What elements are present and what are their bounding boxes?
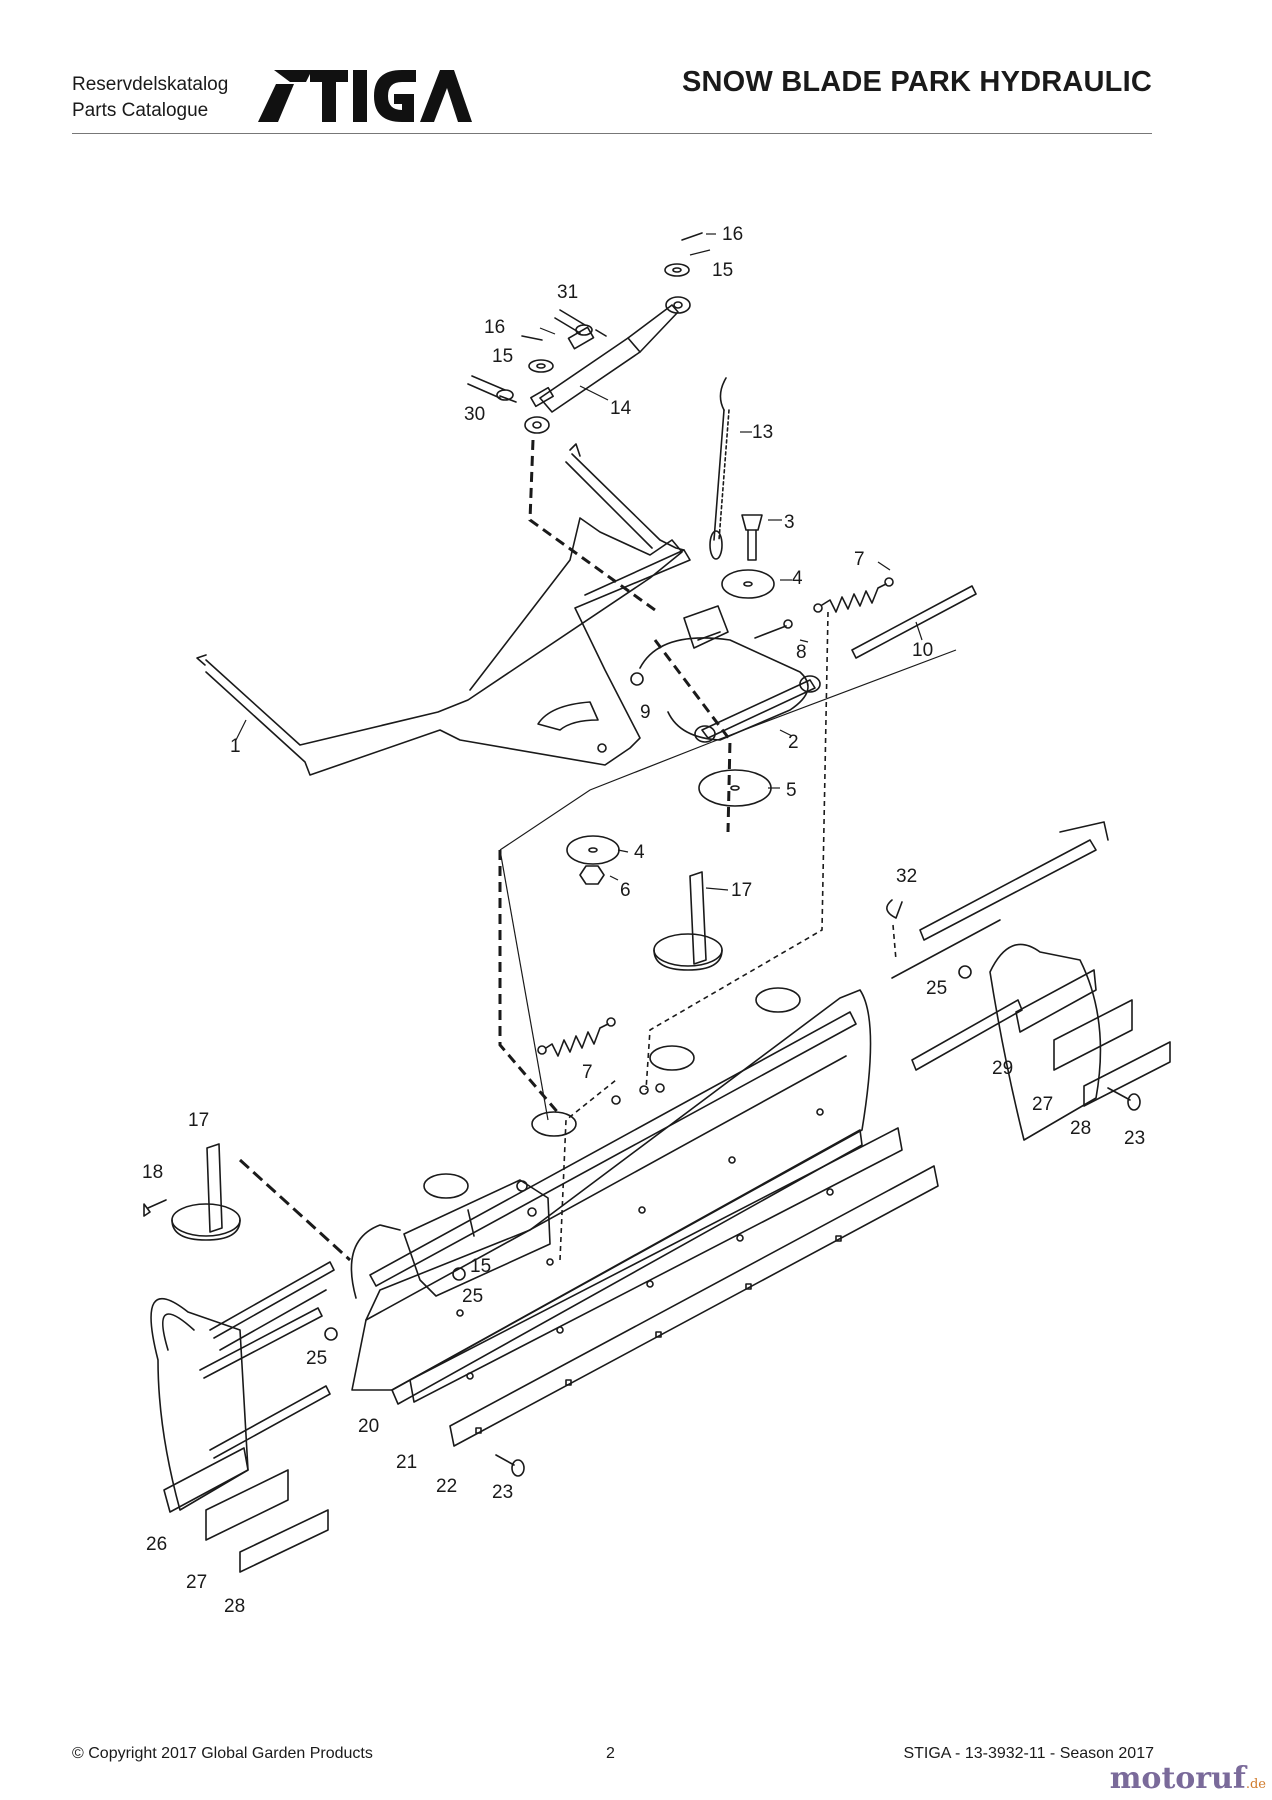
split-pin [681,232,703,241]
watermark-suffix: .de [1245,1777,1266,1792]
pivot-rod [851,585,977,659]
pin [754,625,787,639]
callout-label: 5 [786,780,797,801]
washer-plate [698,769,772,807]
nut [630,672,644,686]
pivot-bracket [639,605,821,743]
bolt [741,514,763,561]
callout-label: 15 [492,346,513,367]
assembly-guides [238,439,897,1262]
callout-label: 7 [854,549,865,570]
callout-label: 27 [186,1572,207,1593]
callout-label: 18 [142,1162,163,1183]
callout-label: 4 [634,842,645,863]
push-frame [196,443,691,776]
pin [467,1209,475,1237]
page-title: SNOW BLADE PARK HYDRAULIC [681,66,1152,98]
callout-label: 20 [358,1416,379,1437]
callout-label: 22 [436,1476,457,1497]
callout-label: 16 [722,224,743,245]
callout-label: 1 [230,736,241,757]
tension-spring [537,1017,616,1057]
skid-shoe [205,1469,289,1541]
left-end-plate [150,1261,335,1513]
right-end-plate [891,821,1109,1141]
leader-lines [235,233,957,1121]
callout-label: 21 [396,1452,417,1473]
catalogue-reference: STIGA - 13-3932-11 - Season 2017 [903,1745,1154,1762]
skid-shoe [1053,999,1133,1071]
callout-label: 13 [752,422,773,443]
callout-label: 7 [582,1062,593,1083]
scraper-blade [449,1165,939,1447]
callout-label: 4 [792,568,803,589]
carriage-bolt [1107,1087,1131,1101]
washer-large [721,569,775,599]
callout-label: 17 [731,880,752,901]
nut [324,1327,338,1341]
wear-strip [409,1127,903,1403]
washer [664,263,690,277]
callout-label: 23 [1124,1128,1145,1149]
header-divider [72,133,1152,134]
watermark-name: motoruf [1109,1761,1246,1796]
callout-label: 25 [462,1286,483,1307]
catalog-label: Reservdelskatalog Parts Catalogue [72,72,228,124]
callout-label: 31 [557,282,578,303]
safety-chain [709,377,730,560]
callout-label: 23 [492,1482,513,1503]
watermark: motoruf.de [1110,1761,1266,1796]
callout-label: 6 [620,880,631,901]
skid-strip [239,1509,329,1573]
callout-label: 3 [784,512,795,533]
split-pin [521,335,543,341]
tension-spring [813,577,894,613]
callout-label: 14 [610,398,632,419]
washer [528,359,554,373]
lock-nut [579,865,605,885]
copyright-notice: © Copyright 2017 Global Garden Products [72,1745,373,1762]
callout-label: 28 [224,1596,245,1617]
blade-lock-plate [171,1143,241,1241]
nut [958,965,972,979]
callout-label: 15 [470,1256,491,1277]
carriage-bolt [495,1454,515,1466]
hydraulic-hoses [467,309,607,403]
callout-label: 9 [640,702,651,723]
callout-label: 28 [1070,1118,1091,1139]
callout-label: 10 [912,640,933,661]
catalog-label-english: Parts Catalogue [72,100,209,121]
callout-label: 30 [464,404,485,425]
exploded-parts-diagram: 16 15 31 16 15 14 30 13 3 4 7 8 10 9 2 1… [142,224,1171,1617]
blade-lock-plate [653,871,723,971]
skid-strip [1083,1041,1171,1107]
callout-label: 17 [188,1110,209,1131]
nut [452,1267,466,1281]
catalog-label-swedish: Reservdelskatalog [72,74,229,95]
callout-label: 2 [788,732,799,753]
lynch-pin [886,899,903,919]
snow-blade [350,987,872,1405]
callout-label: 29 [992,1058,1013,1079]
callout-label: 25 [306,1348,327,1369]
page-number: 2 [606,1745,615,1762]
callout-label: 8 [796,642,807,663]
callout-label: 25 [926,978,947,999]
callout-label: 27 [1032,1094,1053,1115]
callout-label: 26 [146,1534,167,1555]
hydraulic-cylinder [524,296,691,434]
callout-label: 15 [712,260,733,281]
washer-large [566,835,620,865]
callout-label: 32 [896,866,917,887]
callout-label: 16 [484,317,505,338]
hex-bolt [147,1199,167,1209]
stiga-logo [258,70,472,122]
